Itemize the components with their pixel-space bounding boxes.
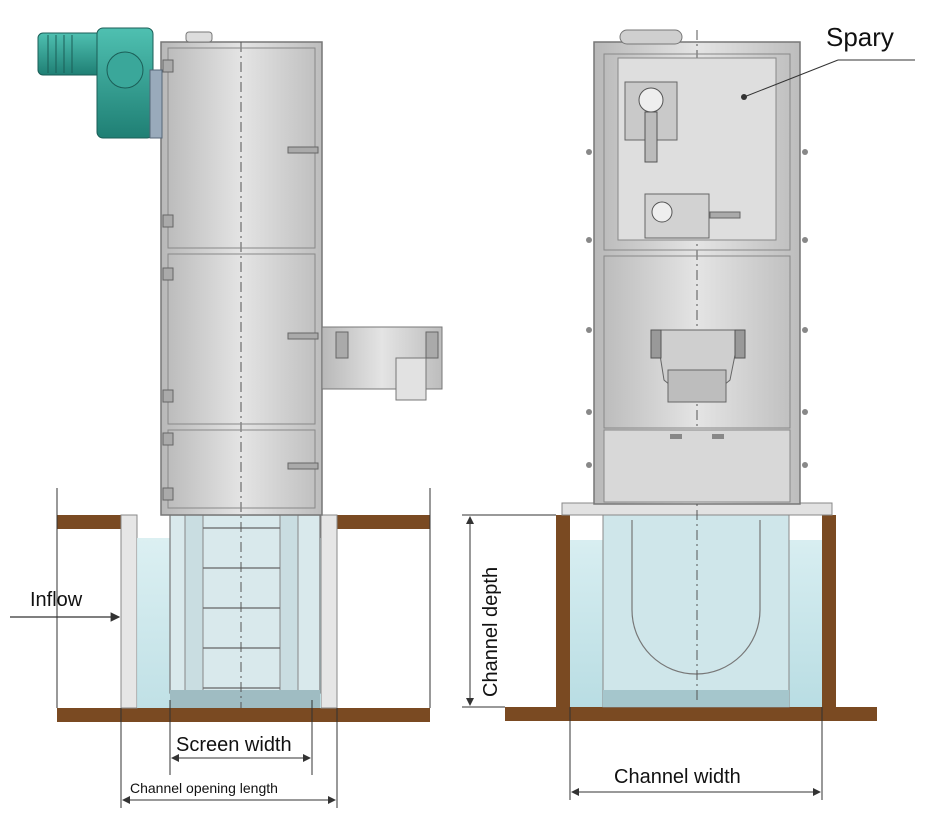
ground-strip-right (337, 515, 430, 529)
channel-opening-length-label: Channel opening length (130, 780, 278, 796)
side-bolts (586, 149, 808, 468)
discharge-hopper (650, 329, 746, 403)
left-side-view: Inflow Screen width Channel opening leng… (10, 27, 443, 808)
channel-wall-right (320, 514, 338, 709)
channel-width-label: Channel width (614, 766, 741, 788)
screen-basket (631, 520, 761, 675)
top-cap (185, 31, 213, 43)
front-view: Spary Channel depth Channel width (462, 22, 915, 800)
right-wall-right (822, 515, 836, 707)
door-latches-left (162, 59, 319, 501)
motor-gearbox-icon (37, 27, 163, 139)
channel-wall-left (120, 514, 138, 709)
screen-width-label: Screen width (176, 734, 292, 756)
inflow-label: Inflow (30, 589, 83, 611)
top-dome (619, 29, 683, 45)
discharge-chute (321, 326, 443, 401)
spary-label: Spary (826, 22, 894, 52)
right-wall-left (556, 515, 570, 707)
screen-basket-frame (602, 514, 790, 708)
right-channel-floor (505, 707, 877, 721)
spary-leader (743, 59, 839, 98)
ground-strip-left (57, 515, 121, 529)
spray-mechanism (624, 81, 741, 239)
channel-floor (57, 708, 430, 722)
channel-depth-label: Channel depth (480, 567, 502, 697)
